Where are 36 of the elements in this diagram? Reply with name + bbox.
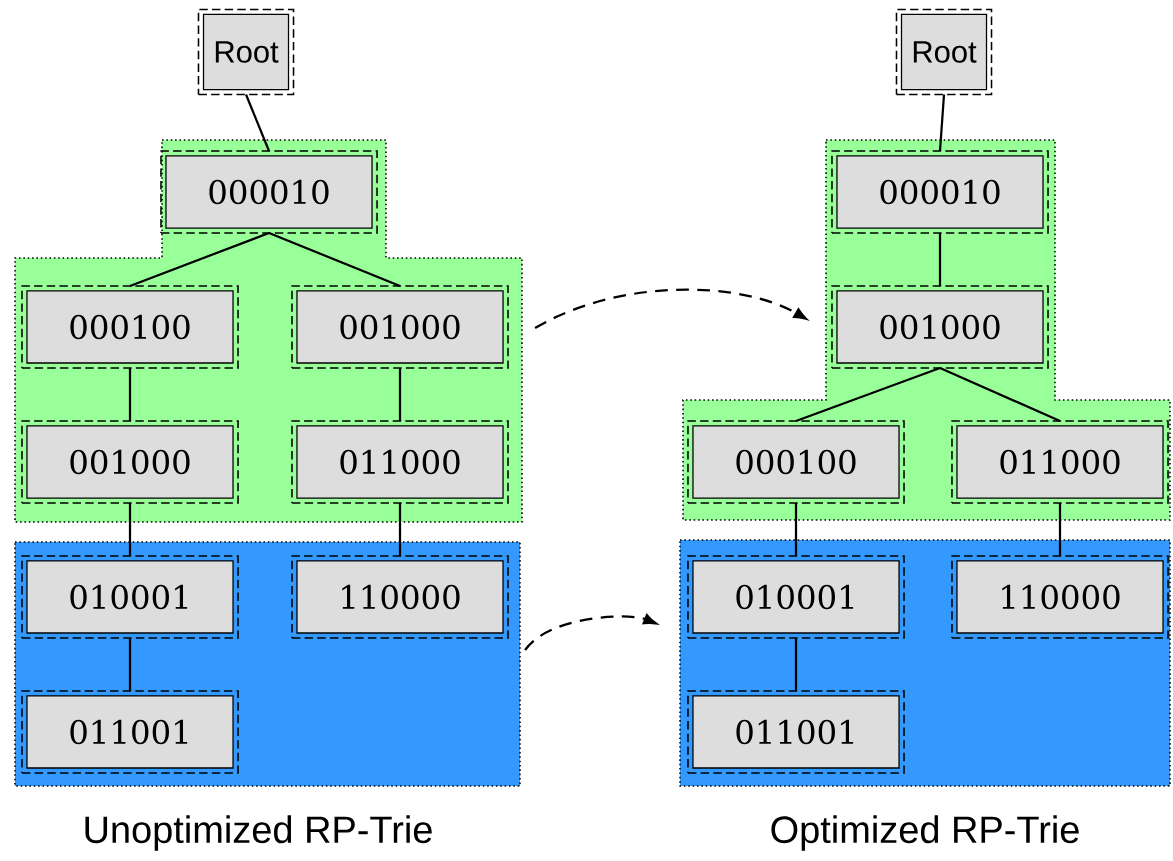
root-box: Root: [895, 8, 993, 96]
connector-line: [794, 638, 798, 691]
trie-node-box: 000010: [160, 150, 378, 234]
connector-line: [398, 503, 402, 556]
connector-line: [939, 367, 1061, 422]
connector-line: [794, 503, 798, 556]
trie-node-box: 010001: [21, 555, 239, 639]
connector-line: [795, 366, 941, 423]
trie-node-box: 001000: [291, 285, 509, 369]
caption: Optimized RP-Trie: [771, 815, 1079, 851]
connector-line: [268, 231, 401, 288]
connector-line: [244, 94, 271, 152]
connector-line: [129, 231, 270, 288]
trie-node-box: 110000: [291, 555, 509, 639]
root-box: Root: [197, 8, 295, 96]
trie-node-box: 000100: [687, 420, 905, 504]
trie-node-box: 010001: [687, 555, 905, 639]
trie-node-box: 001000: [21, 420, 239, 504]
connector-line: [128, 638, 132, 691]
connector-line: [938, 94, 946, 152]
trie-node-box: 110000: [951, 555, 1169, 639]
trie-node-box: 000100: [21, 285, 239, 369]
dashed-arrow: [534, 288, 808, 329]
caption: Unoptimized RP-Trie: [85, 815, 432, 851]
connector-line: [128, 368, 132, 421]
dashed-arrow: [524, 613, 657, 651]
connector-line: [398, 368, 402, 421]
trie-node-box: 011001: [21, 690, 239, 774]
connector-line: [1058, 503, 1062, 556]
trie-node-box: 011001: [687, 690, 905, 774]
connector-line: [128, 503, 132, 556]
trie-node-box: 011000: [291, 420, 509, 504]
trie-node-box: 001000: [831, 285, 1049, 369]
trie-node-box: 011000: [951, 420, 1169, 504]
connector-line: [938, 233, 942, 286]
trie-node-box: 000010: [831, 150, 1049, 234]
